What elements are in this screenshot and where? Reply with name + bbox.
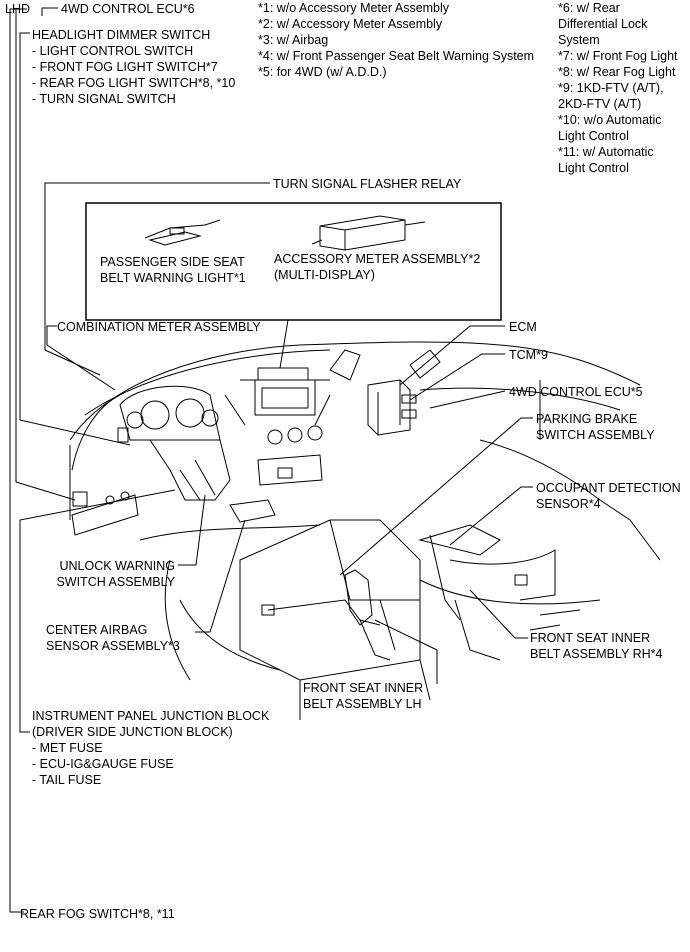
- headlight-block: HEADLIGHT DIMMER SWITCH - LIGHT CONTROL …: [32, 27, 235, 107]
- ecu6-label: 4WD CONTROL ECU*6: [61, 2, 195, 16]
- junction-block-line: INSTRUMENT PANEL JUNCTION BLOCK: [32, 709, 270, 723]
- notes-right: *6: w/ Rear Differential Lock System *7:…: [558, 0, 678, 176]
- passenger-light-line: BELT WARNING LIGHT*1: [100, 271, 246, 285]
- front-belt-lh-line: BELT ASSEMBLY LH: [303, 697, 422, 711]
- accessory-meter-line: (MULTI-DISPLAY): [274, 268, 375, 282]
- front-belt-rh-label: FRONT SEAT INNER BELT ASSEMBLY RH*4: [530, 630, 662, 662]
- accessory-frame: [85, 202, 502, 321]
- occupant-sensor-line: SENSOR*4: [536, 497, 601, 511]
- junction-block-line: - TAIL FUSE: [32, 773, 102, 787]
- headlight-item: - FRONT FOG LIGHT SWITCH*7: [32, 60, 218, 74]
- headlight-item: - TURN SIGNAL SWITCH: [32, 92, 176, 106]
- front-belt-rh-line: FRONT SEAT INNER: [530, 631, 651, 645]
- occupant-sensor-line: OCCUPANT DETECTION: [536, 481, 681, 495]
- note-4: *4: w/ Front Passenger Seat Belt Warning…: [258, 49, 535, 63]
- note-11b: Light Control: [558, 161, 629, 175]
- note-10a: *10: w/o Automatic: [558, 113, 662, 127]
- note-6c: System: [558, 33, 600, 47]
- note-2: *2: w/ Accessory Meter Assembly: [258, 17, 443, 31]
- passenger-light-line: PASSENGER SIDE SEAT: [100, 255, 245, 269]
- occupant-sensor-label: OCCUPANT DETECTION SENSOR*4: [536, 480, 681, 512]
- parking-brake-label: PARKING BRAKE SWITCH ASSEMBLY: [536, 411, 655, 443]
- note-7: *7: w/ Front Fog Light: [558, 49, 678, 63]
- parking-brake-line: SWITCH ASSEMBLY: [536, 428, 655, 442]
- ecm-label: ECM: [509, 320, 537, 334]
- passenger-light-part: [144, 219, 221, 246]
- rear-fog-label: REAR FOG SWITCH*8, *11: [20, 907, 175, 921]
- note-5: *5: for 4WD (w/ A.D.D.): [258, 65, 387, 79]
- note-8: *8: w/ Rear Fog Light: [558, 65, 676, 79]
- front-belt-lh-label: FRONT SEAT INNER BELT ASSEMBLY LH: [303, 680, 423, 712]
- accessory-meter-part: [311, 215, 426, 251]
- accessory-meter-label: ACCESSORY METER ASSEMBLY*2 (MULTI-DISPLA…: [274, 251, 480, 283]
- notes-left: *1: w/o Accessory Meter Assembly *2: w/ …: [258, 0, 534, 80]
- center-airbag-line: CENTER AIRBAG: [46, 623, 148, 637]
- junction-block-line: (DRIVER SIDE JUNCTION BLOCK): [32, 725, 233, 739]
- note-6a: *6: w/ Rear: [558, 1, 620, 15]
- center-airbag-label: CENTER AIRBAG SENSOR ASSEMBLY*3: [46, 622, 180, 654]
- junction-block-line: - MET FUSE: [32, 741, 103, 755]
- accessory-meter-line: ACCESSORY METER ASSEMBLY*2: [274, 252, 481, 266]
- note-6b: Differential Lock: [558, 17, 648, 31]
- leader-lines: [9, 7, 533, 913]
- unlock-warning-line: UNLOCK WARNING: [59, 559, 175, 573]
- front-belt-lh-line: FRONT SEAT INNER: [303, 681, 424, 695]
- lhd-label: LHD: [5, 2, 31, 16]
- tcm-label: TCM*9: [509, 348, 548, 362]
- combination-meter-label: COMBINATION METER ASSEMBLY: [57, 320, 261, 334]
- junction-block-label: INSTRUMENT PANEL JUNCTION BLOCK (DRIVER …: [32, 708, 269, 788]
- headlight-title: HEADLIGHT DIMMER SWITCH: [32, 28, 211, 42]
- note-1: *1: w/o Accessory Meter Assembly: [258, 1, 450, 15]
- headlight-item: - REAR FOG LIGHT SWITCH*8, *10: [32, 76, 236, 90]
- note-9b: 2KD-FTV (A/T): [558, 97, 642, 111]
- turn-signal-relay-label: TURN SIGNAL FLASHER RELAY: [273, 177, 462, 191]
- note-3: *3: w/ Airbag: [258, 33, 329, 47]
- note-11a: *11: w/ Automatic: [558, 145, 654, 159]
- parking-brake-line: PARKING BRAKE: [536, 412, 638, 426]
- note-10b: Light Control: [558, 129, 629, 143]
- note-9a: *9: 1KD-FTV (A/T),: [558, 81, 664, 95]
- ecu5-label: 4WD CONTROL ECU*5: [509, 385, 643, 399]
- front-belt-rh-line: BELT ASSEMBLY RH*4: [530, 647, 663, 661]
- unlock-warning-line: SWITCH ASSEMBLY: [56, 575, 175, 589]
- headlight-item: - LIGHT CONTROL SWITCH: [32, 44, 194, 58]
- unlock-warning-label: UNLOCK WARNING SWITCH ASSEMBLY: [50, 558, 175, 590]
- dashboard: [69, 341, 661, 720]
- junction-block-line: - ECU-IG&GAUGE FUSE: [32, 757, 174, 771]
- passenger-light-label: PASSENGER SIDE SEAT BELT WARNING LIGHT*1: [100, 254, 246, 286]
- center-airbag-line: SENSOR ASSEMBLY*3: [46, 639, 180, 653]
